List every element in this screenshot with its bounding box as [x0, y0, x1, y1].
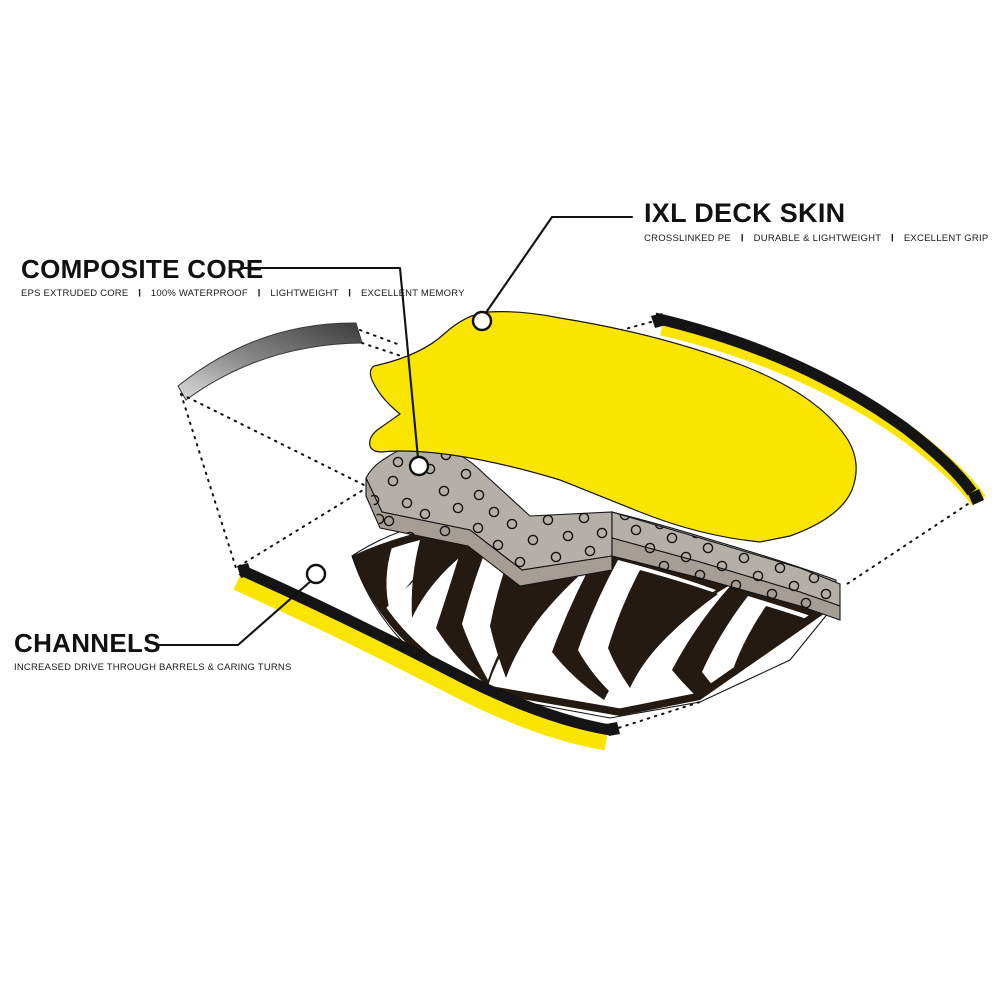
feature-separator: I	[891, 232, 894, 245]
callout-marker-deck-skin	[471, 310, 493, 332]
callout-composite-core-features: EPS EXTRUDED CORE I 100% WATERPROOF I LI…	[21, 287, 465, 300]
callout-channels-title: CHANNELS	[14, 628, 161, 658]
callout-marker-channels	[305, 563, 327, 585]
feature-separator: I	[740, 232, 744, 245]
channel-bottom-layer	[351, 514, 839, 719]
feature-label: EXCELLENT MEMORY	[360, 288, 465, 299]
leader-lines	[155, 215, 634, 647]
callout-channels-features: INCREASED DRIVE THROUGH BARRELS & CARING…	[14, 663, 292, 673]
callout-deck-skin-title: IXL DECK SKIN	[644, 198, 846, 228]
callout-deck-skin: IXL DECK SKIN CROSSLINKED PE I DURABLE &…	[644, 200, 988, 244]
callout-marker-composite-core	[408, 455, 430, 477]
callout-channels: CHANNELS INCREASED DRIVE THROUGH BARRELS…	[14, 630, 292, 673]
feature-label: LIGHTWEIGHT	[270, 288, 339, 299]
feature-label: INCREASED DRIVE THROUGH BARRELS & CARING…	[14, 662, 292, 673]
callout-deck-skin-features: CROSSLINKED PE I DURABLE & LIGHTWEIGHT I…	[644, 232, 989, 245]
feature-separator: I	[257, 287, 261, 300]
callout-composite-core: COMPOSITE CORE EPS EXTRUDED CORE I 100% …	[21, 256, 465, 299]
feature-label: EXCELLENT GRIP	[903, 233, 989, 244]
core-perforations-right	[619, 512, 838, 609]
feature-label: CROSSLINKED PE	[644, 233, 731, 244]
feature-separator: I	[348, 287, 352, 300]
callout-composite-core-title: COMPOSITE CORE	[21, 254, 264, 284]
feature-separator: I	[138, 287, 142, 300]
composite-core-layer	[365, 443, 841, 621]
feature-label: DURABLE & LIGHTWEIGHT	[753, 233, 882, 244]
left-rail-strip	[233, 563, 620, 751]
deck-skin-layer	[369, 311, 857, 543]
feature-label: 100% WATERPROOF	[150, 288, 248, 299]
metal-stringer-strip	[177, 322, 363, 401]
feature-label: EPS EXTRUDED CORE	[21, 288, 129, 299]
